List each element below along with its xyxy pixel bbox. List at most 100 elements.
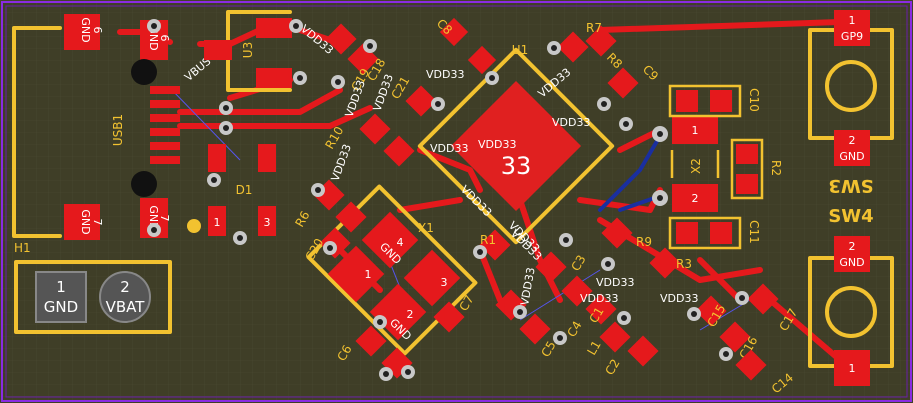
mcu-body <box>450 80 582 212</box>
c7-label: C7 <box>456 293 476 314</box>
u3-pad <box>204 40 232 60</box>
c15-pad <box>695 295 727 327</box>
usb-pin <box>150 142 180 150</box>
c16-pad <box>719 321 751 353</box>
c11-pad <box>710 222 732 244</box>
d1-pad <box>208 144 226 172</box>
c1-pad <box>585 293 617 325</box>
c11-outline <box>668 216 742 250</box>
c10-pad <box>710 90 732 112</box>
r9-label: R9 <box>636 235 652 249</box>
c10-outline <box>668 84 742 118</box>
mcu-net-label: VDD33 <box>430 142 468 155</box>
via <box>207 173 221 187</box>
mcu-center-label: 33 <box>501 152 532 180</box>
net-label: VDD33 <box>580 292 618 305</box>
sw3-pin1-num: 1 <box>849 14 856 27</box>
header-pin1-pad <box>35 271 87 323</box>
x2-pad-2 <box>672 184 718 212</box>
net-label: VDD33 <box>596 276 634 289</box>
x1-pin3: 3 <box>441 276 448 289</box>
r2-pad <box>736 144 758 164</box>
via <box>323 241 337 255</box>
c11-label: C11 <box>747 220 761 244</box>
x2-outline <box>670 150 720 178</box>
via <box>597 97 611 111</box>
c5-label: C5 <box>538 339 558 360</box>
u3-ref: U3 <box>241 42 255 58</box>
board-edge-inner <box>5 5 908 398</box>
via <box>431 97 445 111</box>
via <box>553 331 567 345</box>
mcu-net-label: VDD33 <box>478 138 516 151</box>
via <box>219 121 233 135</box>
d1-pad-1 <box>208 206 226 236</box>
sw3-pin2-num: 2 <box>849 134 856 147</box>
r2-label: R2 <box>769 160 783 176</box>
sw3-outline <box>808 28 894 140</box>
via <box>652 126 668 142</box>
via <box>363 39 377 53</box>
via <box>485 71 499 85</box>
via <box>401 365 415 379</box>
d1-pad <box>258 144 276 172</box>
sw4-pin2-pad <box>834 236 870 272</box>
via <box>547 41 561 55</box>
x1-pin4: 4 <box>397 236 404 249</box>
x2-pad-1 <box>672 116 718 144</box>
via <box>219 101 233 115</box>
passives-right: C10 C11 R2 <box>668 84 783 250</box>
x2-pad1-num: 1 <box>692 124 699 137</box>
via <box>331 75 345 89</box>
c10-pad <box>676 90 698 112</box>
c10-label: C10 <box>747 88 761 112</box>
header-pin1-net: GND <box>44 298 78 316</box>
via <box>617 311 631 325</box>
via <box>601 257 615 271</box>
c4-pad <box>561 275 593 307</box>
header-h1: H1 1 GND 2 VBAT <box>14 241 172 334</box>
usb-pin <box>150 100 180 108</box>
usb-shield1-net: GND <box>79 17 92 42</box>
mcu-net-label: VDD33 <box>426 68 464 81</box>
net-label: VDD33 <box>660 292 698 305</box>
usb-outline <box>12 26 62 238</box>
c11-pad <box>676 222 698 244</box>
r6-label: R6 <box>292 209 312 230</box>
usb-pin <box>150 128 180 136</box>
diode-d1: 1 3 D1 <box>187 144 276 236</box>
regulator-u3: U3 <box>204 10 292 92</box>
usb-shield2-num: 6 <box>158 35 171 42</box>
usb-ref: USB1 <box>111 114 125 146</box>
sw4-pin1-num: 1 <box>849 362 856 375</box>
x1-pin2: 2 <box>407 308 414 321</box>
via <box>619 117 633 131</box>
u3-pad <box>256 68 292 88</box>
c2-pad <box>627 335 659 367</box>
d1-pad3-num: 3 <box>264 216 271 229</box>
d1-ref: D1 <box>236 183 253 197</box>
x1-ref: X1 <box>418 221 434 235</box>
r1-pad <box>479 229 511 261</box>
mcu-net-label: VDD33 <box>552 116 590 129</box>
usb-mount-hole-2 <box>131 171 157 197</box>
via <box>652 190 668 206</box>
c21-pad <box>405 85 437 117</box>
via <box>373 315 387 329</box>
c4-label: C4 <box>564 319 584 340</box>
via <box>293 71 307 85</box>
sw3-pin1-net: GP9 <box>841 30 863 43</box>
d1-pin1-marker <box>187 219 201 233</box>
r2-pad <box>736 174 758 194</box>
usb-pin <box>150 114 180 122</box>
usb-shield4-num: 7 <box>158 215 171 222</box>
c6-pad <box>355 325 387 357</box>
c18-pad <box>325 23 357 55</box>
via <box>311 183 325 197</box>
header-outline <box>14 260 172 334</box>
r10-pad <box>359 113 391 145</box>
sw3-pin1-pad <box>834 10 870 46</box>
sw4-actuator <box>825 286 877 338</box>
